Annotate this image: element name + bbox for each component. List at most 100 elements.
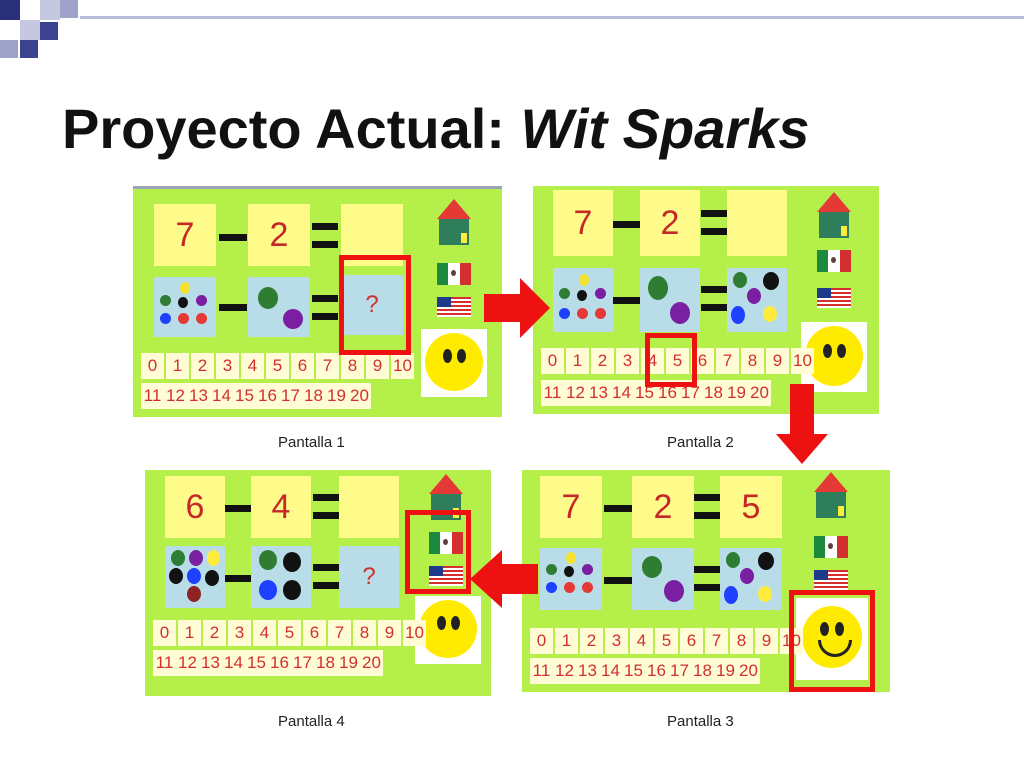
number-tile[interactable]: 2 bbox=[580, 628, 603, 654]
number-tile[interactable]: 2 bbox=[191, 353, 214, 379]
number-tile[interactable]: 18 bbox=[691, 658, 714, 684]
usa-flag-icon[interactable] bbox=[437, 297, 471, 317]
number-tile[interactable]: 19 bbox=[337, 650, 360, 676]
number-tile[interactable]: 15 bbox=[245, 650, 268, 676]
number-tile[interactable]: 1 bbox=[166, 353, 189, 379]
number-tile[interactable]: 20 bbox=[748, 380, 771, 406]
dots-box-1 bbox=[165, 546, 225, 608]
number-tile[interactable]: 12 bbox=[564, 380, 587, 406]
number-tile[interactable]: 6 bbox=[680, 628, 703, 654]
number-tile[interactable]: 18 bbox=[302, 383, 325, 409]
number-tile[interactable]: 15 bbox=[233, 383, 256, 409]
number-tile[interactable]: 2 bbox=[591, 348, 614, 374]
number-tile[interactable]: 20 bbox=[348, 383, 371, 409]
number-tile[interactable]: 7 bbox=[705, 628, 728, 654]
number-tile[interactable]: 8 bbox=[341, 353, 364, 379]
smiley-face-icon[interactable] bbox=[425, 333, 483, 391]
number-tile[interactable]: 10 bbox=[791, 348, 814, 374]
house-icon[interactable] bbox=[437, 199, 471, 247]
number-tile[interactable]: 4 bbox=[241, 353, 264, 379]
number-tile[interactable]: 9 bbox=[755, 628, 778, 654]
number-tile[interactable]: 16 bbox=[268, 650, 291, 676]
number-tile[interactable]: 7 bbox=[316, 353, 339, 379]
number-tile[interactable]: 0 bbox=[530, 628, 553, 654]
number-tile[interactable]: 0 bbox=[153, 620, 176, 646]
number-tile[interactable]: 17 bbox=[291, 650, 314, 676]
number-tile[interactable]: 1 bbox=[555, 628, 578, 654]
number-tile[interactable]: 12 bbox=[164, 383, 187, 409]
number-tile[interactable]: 13 bbox=[587, 380, 610, 406]
number-tile[interactable]: 3 bbox=[605, 628, 628, 654]
smiley-face-icon[interactable] bbox=[802, 606, 862, 668]
number-tile[interactable]: 0 bbox=[541, 348, 564, 374]
number-tile[interactable]: 12 bbox=[176, 650, 199, 676]
number-tile[interactable]: 3 bbox=[616, 348, 639, 374]
house-icon[interactable] bbox=[429, 474, 463, 522]
number-tile[interactable]: 10 bbox=[403, 620, 426, 646]
number-tile[interactable]: 9 bbox=[366, 353, 389, 379]
number-tile[interactable]: 14 bbox=[222, 650, 245, 676]
number-tile[interactable]: 17 bbox=[279, 383, 302, 409]
number-tile[interactable]: 4 bbox=[630, 628, 653, 654]
number-tile[interactable]: 13 bbox=[187, 383, 210, 409]
number-tile[interactable]: 18 bbox=[314, 650, 337, 676]
number-tile[interactable]: 15 bbox=[622, 658, 645, 684]
number-tile[interactable]: 5 bbox=[266, 353, 289, 379]
number-tile[interactable]: 19 bbox=[714, 658, 737, 684]
number-tile[interactable]: 20 bbox=[360, 650, 383, 676]
number-tile[interactable]: 19 bbox=[725, 380, 748, 406]
number-tile[interactable]: 13 bbox=[576, 658, 599, 684]
number-tile[interactable]: 8 bbox=[730, 628, 753, 654]
number-tile[interactable]: 3 bbox=[216, 353, 239, 379]
usa-flag-icon[interactable] bbox=[817, 288, 851, 308]
title-prefix: Proyecto Actual: bbox=[62, 97, 521, 160]
number-tile[interactable]: 9 bbox=[378, 620, 401, 646]
number-tile[interactable]: 16 bbox=[256, 383, 279, 409]
number-row-top: 0 1 2 3 4 5 6 7 8 9 10 bbox=[153, 620, 426, 646]
number-tile[interactable]: 8 bbox=[741, 348, 764, 374]
number-tile[interactable]: 11 bbox=[141, 383, 164, 409]
house-icon[interactable] bbox=[814, 472, 848, 520]
usa-flag-icon[interactable] bbox=[814, 570, 848, 590]
number-tile[interactable]: 4 bbox=[253, 620, 276, 646]
mexico-flag-icon[interactable] bbox=[437, 263, 471, 285]
number-tile[interactable]: 17 bbox=[668, 658, 691, 684]
number-tile[interactable]: 7 bbox=[716, 348, 739, 374]
number-tile[interactable]: 14 bbox=[210, 383, 233, 409]
number-tile[interactable]: 7 bbox=[328, 620, 351, 646]
mexico-flag-icon[interactable] bbox=[817, 250, 851, 272]
number-tile[interactable]: 16 bbox=[645, 658, 668, 684]
mexico-flag-icon[interactable] bbox=[814, 536, 848, 558]
house-icon[interactable] bbox=[817, 192, 851, 240]
number-tile[interactable]: 12 bbox=[553, 658, 576, 684]
number-tile[interactable]: 3 bbox=[228, 620, 251, 646]
number-tile[interactable]: 14 bbox=[610, 380, 633, 406]
number-tile[interactable]: 13 bbox=[199, 650, 222, 676]
number-tile[interactable]: 5 bbox=[666, 348, 689, 374]
number-tile[interactable]: 6 bbox=[291, 353, 314, 379]
highlight-face bbox=[789, 590, 875, 692]
number-tile[interactable]: 2 bbox=[203, 620, 226, 646]
number-tile[interactable]: 18 bbox=[702, 380, 725, 406]
number-tile[interactable]: 1 bbox=[566, 348, 589, 374]
number-tile[interactable]: 8 bbox=[353, 620, 376, 646]
number-tile[interactable]: 19 bbox=[325, 383, 348, 409]
mexico-flag-icon[interactable] bbox=[429, 532, 463, 554]
smiley-face-icon[interactable] bbox=[805, 326, 863, 386]
answer-box: 5 bbox=[720, 476, 782, 538]
usa-flag-icon[interactable] bbox=[429, 566, 463, 586]
number-tile[interactable]: 5 bbox=[655, 628, 678, 654]
number-tile[interactable]: 11 bbox=[541, 380, 564, 406]
number-tile[interactable]: 11 bbox=[530, 658, 553, 684]
number-tile[interactable]: 9 bbox=[766, 348, 789, 374]
decorative-square bbox=[60, 0, 78, 18]
smiley-face-icon[interactable] bbox=[419, 600, 477, 658]
number-tile[interactable]: 5 bbox=[278, 620, 301, 646]
number-tile[interactable]: 14 bbox=[599, 658, 622, 684]
number-tile[interactable]: 10 bbox=[391, 353, 414, 379]
number-tile[interactable]: 11 bbox=[153, 650, 176, 676]
number-tile[interactable]: 0 bbox=[141, 353, 164, 379]
number-tile[interactable]: 6 bbox=[303, 620, 326, 646]
number-tile[interactable]: 20 bbox=[737, 658, 760, 684]
number-tile[interactable]: 1 bbox=[178, 620, 201, 646]
